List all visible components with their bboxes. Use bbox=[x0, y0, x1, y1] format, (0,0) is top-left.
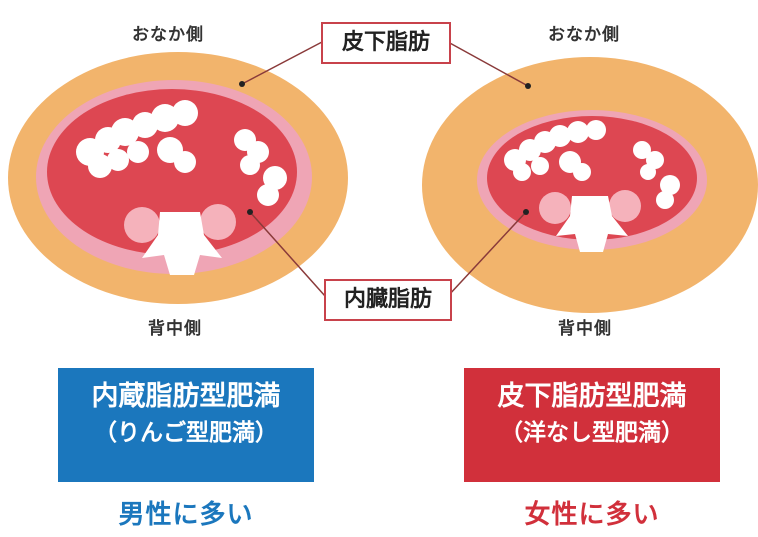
right-spine bbox=[556, 196, 628, 252]
left-spine bbox=[142, 212, 222, 275]
left-intestines bbox=[76, 100, 287, 206]
back-side-label-right: 背中側 bbox=[558, 319, 612, 339]
visceral-obesity-box: 内蔵脂肪型肥満 （りんご型肥満） bbox=[58, 368, 314, 482]
common-in-men-label: 男性に多い bbox=[118, 500, 254, 530]
subcutaneous-obesity-subtitle: （洋なし型肥満） bbox=[500, 420, 684, 446]
belly-side-label-right: おなか側 bbox=[548, 25, 620, 45]
back-side-label-left: 背中側 bbox=[148, 319, 202, 339]
pointer-dots bbox=[239, 81, 531, 215]
right-kidney-l bbox=[539, 192, 571, 224]
visceral-fat-callout: 内臓脂肪 bbox=[324, 279, 452, 321]
subcutaneous-fat-callout: 皮下脂肪 bbox=[321, 22, 451, 64]
pointer-lines bbox=[241, 41, 529, 297]
left-kidney-l bbox=[124, 207, 160, 243]
subcutaneous-obesity-box: 皮下脂肪型肥満 （洋なし型肥満） bbox=[464, 368, 720, 482]
right-intestines bbox=[504, 120, 680, 209]
visceral-obesity-subtitle: （りんご型肥満） bbox=[94, 420, 278, 446]
subcutaneous-obesity-title: 皮下脂肪型肥満 bbox=[497, 381, 687, 412]
common-in-women-label: 女性に多い bbox=[524, 500, 660, 530]
left-cross-section bbox=[8, 52, 348, 304]
left-kidney-r bbox=[200, 204, 236, 240]
right-kidney-r bbox=[609, 190, 641, 222]
right-cross-section bbox=[422, 57, 758, 313]
belly-side-label-left: おなか側 bbox=[132, 25, 204, 45]
visceral-obesity-title: 内蔵脂肪型肥満 bbox=[91, 381, 281, 412]
